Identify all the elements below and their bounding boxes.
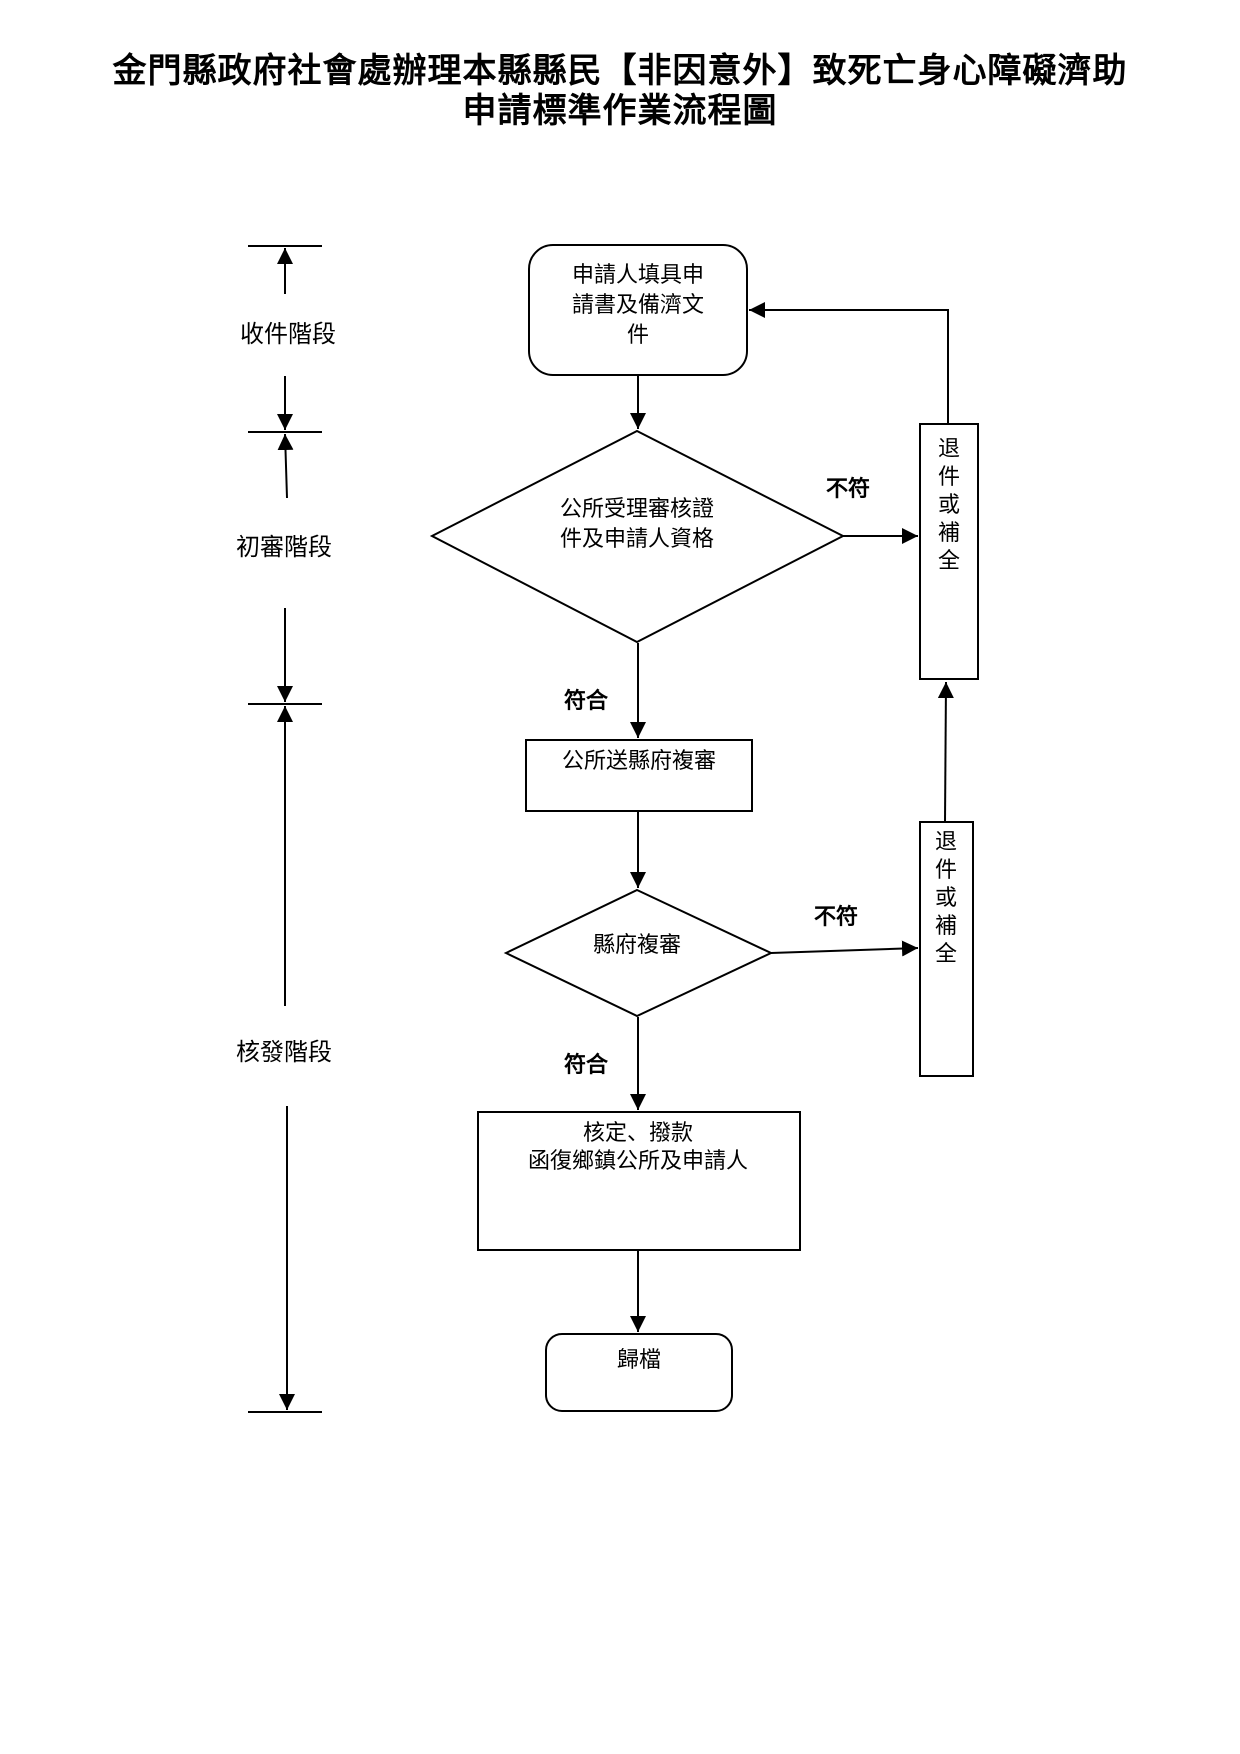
- node-return-2-char-1: 退: [935, 830, 957, 855]
- stage-label-initial-review: 初審階段: [236, 533, 332, 561]
- edge-county-review-fail: [770, 940, 919, 957]
- node-office-review: [429, 429, 846, 644]
- node-return-1: [919, 423, 979, 680]
- node-return-2-char-3: 或: [935, 886, 957, 911]
- node-county-review: [503, 888, 774, 1018]
- label-pass-1: 符合: [564, 688, 609, 714]
- stage-label-receive: 收件階段: [240, 320, 336, 348]
- node-return-1-text: 退 件 或 補 全: [938, 437, 960, 574]
- node-return-2-text: 退 件 或 補 全: [935, 830, 957, 967]
- node-apply-line-2: 請書及備濟文: [572, 293, 704, 318]
- node-office-review-text: 公所受理審核證 件及申請人資格: [560, 497, 714, 552]
- node-apply-text: 申請人填具申 請書及備濟文 件: [572, 263, 704, 348]
- label-pass-2: 符合: [564, 1052, 609, 1078]
- node-office-review-line-2: 件及申請人資格: [560, 527, 714, 552]
- node-send-to-county: [525, 739, 753, 812]
- page-title-line2: 申請標準作業流程圖: [462, 91, 778, 131]
- node-apply-line-3: 件: [627, 323, 649, 348]
- node-archive-text: 歸檔: [617, 1348, 661, 1373]
- label-fail-1: 不符: [826, 476, 870, 502]
- node-return-2: [919, 821, 974, 1077]
- node-return-1-char-3: 或: [938, 493, 960, 518]
- node-return-2-char-2: 件: [935, 858, 957, 883]
- node-approve-line-1: 核定、撥款: [583, 1121, 693, 1146]
- node-return-1-char-2: 件: [938, 465, 960, 490]
- stage-label-approval: 核發階段: [236, 1038, 332, 1066]
- node-archive: [545, 1333, 733, 1412]
- node-approve: [477, 1111, 801, 1251]
- label-fail-2: 不符: [814, 904, 858, 930]
- node-return-1-char-4: 補: [938, 521, 960, 546]
- stage-axis: [248, 245, 322, 1413]
- node-office-review-line-1: 公所受理審核證: [560, 497, 714, 522]
- node-approve-line-2: 函復鄉鎮公所及申請人: [528, 1149, 748, 1174]
- node-return-1-char-5: 全: [938, 549, 960, 574]
- page-title-line1: 金門縣政府社會處辦理本縣縣民【非因意外】致死亡身心障礙濟助: [112, 51, 1128, 91]
- node-apply-line-1: 申請人填具申: [572, 263, 704, 288]
- node-return-1-char-1: 退: [938, 437, 960, 462]
- edge-return1-to-apply: [749, 302, 949, 424]
- node-return-2-char-5: 全: [935, 942, 957, 967]
- node-apply: [528, 244, 748, 376]
- node-approve-text: 核定、撥款 函復鄉鎮公所及申請人: [528, 1121, 748, 1174]
- node-send-to-county-text: 公所送縣府複審: [562, 749, 716, 774]
- node-county-review-text: 縣府複審: [593, 933, 681, 958]
- edge-return2-to-return1: [937, 681, 954, 823]
- stage-initial-arrow-up: [277, 433, 294, 499]
- node-return-2-char-4: 補: [935, 914, 957, 939]
